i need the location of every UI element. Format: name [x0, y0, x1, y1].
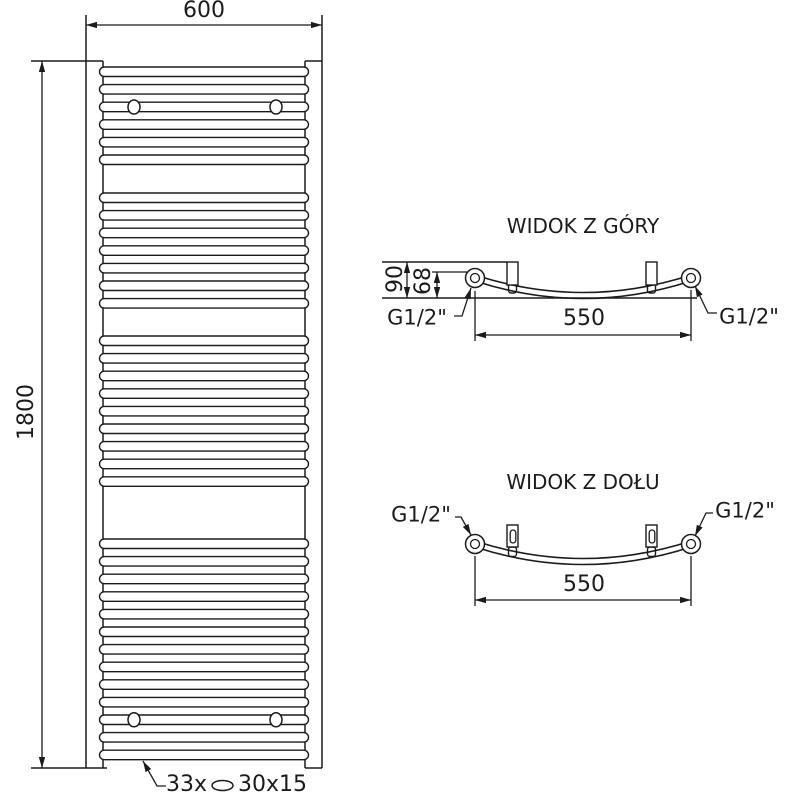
rung	[98, 335, 310, 347]
rung	[98, 119, 310, 131]
bottom-right-connection-label: G1/2"	[715, 498, 775, 523]
rung	[98, 423, 310, 435]
top-view	[382, 261, 717, 341]
rung	[98, 280, 310, 292]
rung-note-leader	[142, 760, 166, 787]
bracket-slot	[648, 529, 656, 544]
collector-end	[680, 533, 702, 555]
offset-dimension-label: 68	[411, 267, 436, 295]
rung	[98, 679, 310, 690]
mounting-hole	[127, 99, 141, 115]
collector-end	[464, 267, 486, 289]
rail-curve-inner	[474, 546, 692, 566]
mounting-hole	[269, 99, 283, 115]
width-dimension-label: 600	[183, 0, 225, 23]
rung	[98, 573, 310, 585]
rung	[98, 714, 310, 726]
rung	[98, 731, 310, 743]
rail-curve-inner	[474, 280, 692, 300]
bottom-view	[455, 512, 713, 606]
rail-curve-outer	[474, 540, 692, 560]
rung-size-label: 30x15	[238, 772, 308, 797]
connection-leader	[454, 287, 472, 317]
rung	[98, 608, 310, 620]
wall-bracket	[506, 524, 519, 548]
collector-end	[680, 267, 702, 289]
radiator-rungs	[98, 66, 310, 761]
rung	[98, 352, 310, 364]
rung	[98, 154, 310, 166]
collector-end	[464, 533, 486, 555]
rung	[98, 696, 310, 708]
rail-curve-outer	[474, 274, 692, 294]
mounting-holes	[127, 99, 283, 728]
rung	[98, 245, 310, 257]
rung	[98, 440, 310, 452]
rung	[98, 136, 310, 148]
depth-dimension-label: 90	[383, 265, 408, 293]
oval-profile-icon	[211, 779, 234, 792]
rung	[98, 370, 310, 382]
rung	[98, 555, 310, 567]
front-view	[31, 15, 323, 787]
rung	[98, 476, 310, 487]
rung	[98, 643, 310, 655]
rung	[98, 297, 310, 309]
wall-bracket	[645, 524, 658, 548]
rung-profile-note: 33x 30x15	[166, 774, 307, 796]
connection-leader	[694, 285, 717, 314]
rung	[98, 458, 310, 470]
rung	[98, 209, 310, 221]
rung	[98, 262, 310, 274]
wall-bracket	[645, 261, 658, 286]
connection-leader	[455, 516, 472, 536]
mounting-hole	[127, 712, 141, 728]
height-dimension-label: 1800	[14, 384, 39, 440]
bracket-slot	[509, 529, 517, 544]
top-view-title: WIDOK Z GÓRY	[506, 214, 660, 238]
connection-leader	[694, 512, 713, 537]
top-left-connection-label: G1/2"	[387, 305, 447, 330]
wall-bracket	[506, 261, 519, 286]
rung	[98, 626, 310, 638]
rung	[98, 661, 310, 673]
rung	[98, 227, 310, 239]
rung	[98, 101, 310, 113]
top-right-connection-label: G1/2"	[719, 304, 779, 329]
bottom-spacing-label: 550	[563, 572, 605, 597]
rung	[98, 192, 310, 204]
rung	[98, 388, 310, 399]
rung	[98, 538, 310, 550]
mounting-hole	[269, 712, 283, 728]
top-spacing-label: 550	[563, 306, 605, 331]
rung-count-label: 33x	[166, 772, 208, 797]
rung	[98, 749, 310, 761]
rung	[98, 591, 310, 602]
rung	[98, 405, 310, 417]
rung	[98, 66, 310, 78]
bottom-view-title: WIDOK Z DOŁU	[506, 470, 660, 494]
rung	[98, 83, 310, 95]
bottom-left-connection-label: G1/2"	[391, 502, 451, 527]
